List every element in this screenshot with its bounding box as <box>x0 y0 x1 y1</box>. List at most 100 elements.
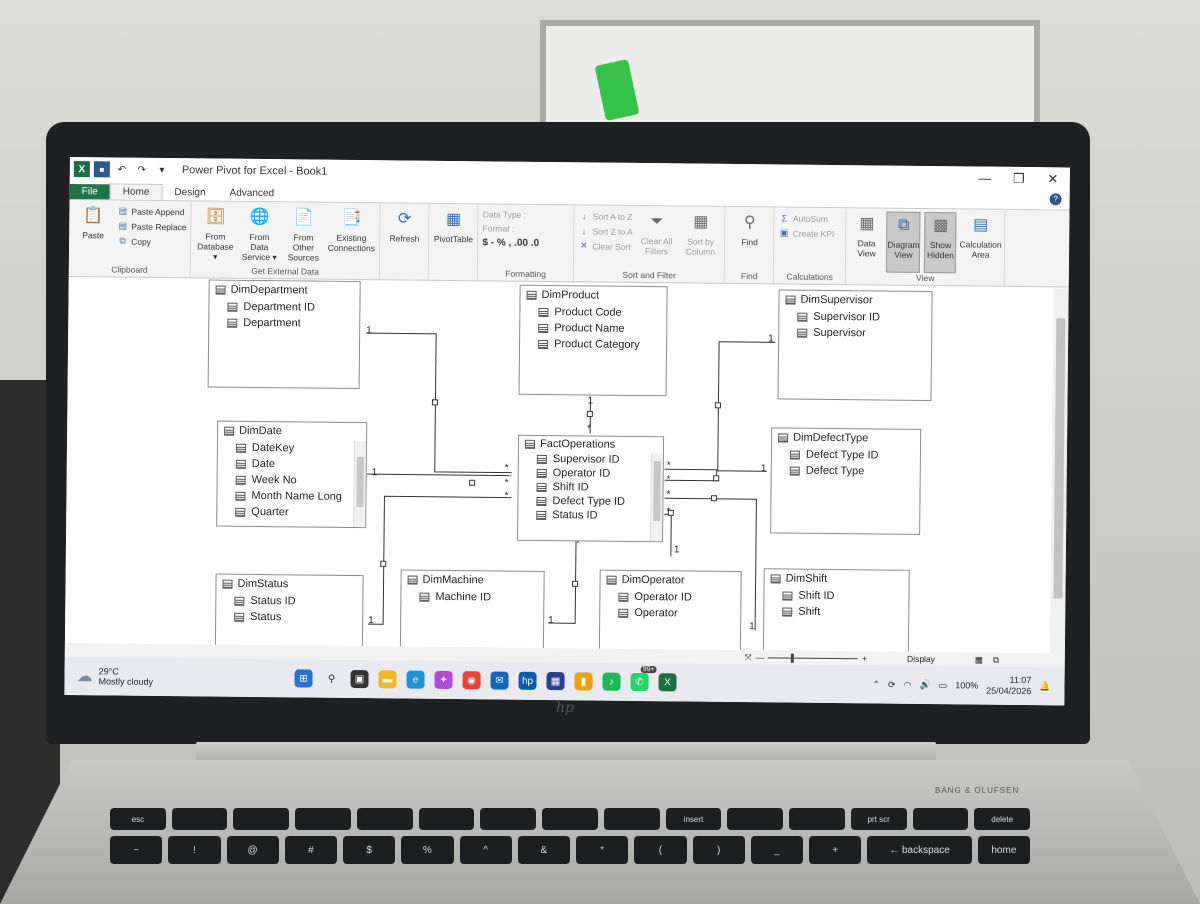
volume-icon[interactable]: 🔊 <box>919 679 931 690</box>
key[interactable]: & <box>517 836 570 864</box>
diagram-view-button[interactable]: ⧉Diagram View <box>886 211 921 273</box>
column-row[interactable]: Quarter <box>217 504 365 522</box>
number-format-buttons[interactable]: $ - % , .00 .0 <box>482 237 540 249</box>
relationship-handle[interactable] <box>572 580 579 587</box>
table-scrollbar[interactable] <box>353 440 367 528</box>
column-row[interactable]: Week No <box>218 472 366 490</box>
column-row[interactable]: Defect Type <box>772 462 920 480</box>
key[interactable]: @ <box>226 836 279 864</box>
key[interactable]: # <box>284 836 337 864</box>
key[interactable]: ! <box>168 836 221 864</box>
table-dimproduct[interactable]: DimProduct Product Code Product Name Pro… <box>518 284 668 397</box>
key[interactable]: % <box>401 836 454 864</box>
relationship-line[interactable] <box>663 497 757 631</box>
column-row[interactable]: Shift ID <box>518 480 662 496</box>
column-row[interactable]: Product Name <box>520 320 666 338</box>
zoom-in-button[interactable]: + <box>862 653 868 664</box>
table-dimmachine[interactable]: DimMachine Machine ID <box>399 569 545 654</box>
key[interactable] <box>356 808 413 830</box>
key[interactable]: ^ <box>459 836 512 864</box>
column-row[interactable]: Defect Type ID <box>518 494 662 510</box>
customize-qat-icon[interactable]: ▾ <box>159 164 165 176</box>
data-type-dropdown[interactable]: Data Type : <box>482 209 527 220</box>
key[interactable]: ← backspace <box>867 836 972 864</box>
minimize-button[interactable]: — <box>978 170 992 186</box>
data-view-button[interactable]: ▦Data View <box>850 211 883 272</box>
column-row[interactable]: Product Code <box>520 304 666 322</box>
column-row[interactable]: DateKey <box>218 440 366 458</box>
column-row[interactable]: Shift ID <box>764 587 908 605</box>
relationship-line[interactable] <box>365 332 513 474</box>
sort-a-to-z-button[interactable]: ↓Sort A to Z <box>579 210 633 222</box>
relationship-line[interactable] <box>548 541 577 624</box>
fit-icon[interactable]: ⤧ <box>744 651 752 662</box>
refresh-button[interactable]: ⟳Refresh <box>384 206 425 277</box>
tab-design[interactable]: Design <box>174 187 206 199</box>
tab-advanced[interactable]: Advanced <box>229 187 275 200</box>
key[interactable]: ( <box>634 836 687 864</box>
key[interactable]: _ <box>750 836 803 864</box>
table-dimdefecttype[interactable]: DimDefectType Defect Type ID Defect Type <box>770 427 922 535</box>
close-button[interactable]: ✕ <box>1047 171 1059 187</box>
spotify-icon[interactable]: ♪ <box>602 672 621 691</box>
table-dimstatus[interactable]: DimStatus Status ID Status <box>214 573 364 654</box>
key[interactable]: * <box>576 836 629 864</box>
excel-taskbar-icon[interactable]: X <box>658 673 677 692</box>
key[interactable] <box>912 808 969 830</box>
file-explorer-icon[interactable]: ▬ <box>378 670 397 689</box>
from-other-sources-button[interactable]: 📄From Other Sources <box>283 205 324 266</box>
whatsapp-icon[interactable]: ✆99+ <box>630 666 657 692</box>
relationship-handle[interactable] <box>710 495 717 502</box>
undo-icon[interactable]: ↶ <box>117 164 127 176</box>
relationship-handle[interactable] <box>713 475 720 482</box>
zoom-slider[interactable] <box>768 653 859 663</box>
scroll-thumb[interactable] <box>1053 318 1066 599</box>
diagram-canvas[interactable]: 1 * 1 * 1 * 1 * 1 * 1 * 1 * * 1 1 * DimD… <box>64 277 1054 654</box>
hp-icon[interactable]: hp <box>518 671 537 690</box>
wifi-icon[interactable]: ◠ <box>903 679 912 690</box>
relationship-handle[interactable] <box>380 560 387 567</box>
column-row[interactable]: Status ID <box>518 508 662 524</box>
store-icon[interactable]: ▦ <box>546 672 565 691</box>
battery-icon[interactable]: ▭ <box>938 679 948 690</box>
key[interactable]: delete <box>974 808 1031 830</box>
table-dimdepartment[interactable]: DimDepartment Department ID Department <box>207 279 361 390</box>
column-row[interactable]: Status ID <box>216 593 362 611</box>
key[interactable]: esc <box>110 808 166 830</box>
excel-icon[interactable]: X <box>73 161 90 178</box>
help-icon[interactable]: ? <box>1049 193 1062 206</box>
zoom-out-button[interactable]: — <box>755 652 765 663</box>
clear-sort-button[interactable]: ✕Clear Sort <box>580 240 631 252</box>
create-kpi-button[interactable]: ▣Create KPI <box>779 227 835 239</box>
from-database-button[interactable]: 🗄From Database ▾ <box>195 204 236 265</box>
relationship-handle[interactable] <box>667 509 674 516</box>
relationship-handle[interactable] <box>714 402 721 409</box>
grid-view-icon[interactable]: ▦ <box>974 654 984 665</box>
key[interactable] <box>295 808 351 830</box>
table-dimdate[interactable]: DimDate DateKey Date Week No Month Name … <box>216 420 368 529</box>
redo-icon[interactable]: ↷ <box>137 164 147 176</box>
column-row[interactable]: Department ID <box>209 298 359 316</box>
key[interactable]: ~ <box>110 836 163 864</box>
table-scrollbar[interactable] <box>650 453 663 542</box>
key[interactable] <box>233 808 290 830</box>
column-row[interactable]: Defect Type ID <box>772 446 920 464</box>
relationship-handle[interactable] <box>586 410 593 417</box>
relationship-line[interactable] <box>368 495 512 625</box>
column-row[interactable]: Operator ID <box>519 466 663 482</box>
find-button[interactable]: ⚲Find <box>729 210 770 271</box>
column-row[interactable]: Month Name Long <box>217 488 365 506</box>
column-row[interactable]: Supervisor ID <box>779 308 931 326</box>
diagram-view-icon[interactable]: ⧉ <box>992 654 1000 665</box>
copilot-icon[interactable]: ✦ <box>434 670 453 690</box>
from-data-service-button[interactable]: 🌐From Data Service ▾ <box>239 205 280 266</box>
existing-connections-button[interactable]: 📑Existing Connections <box>327 206 376 267</box>
key[interactable]: prt scr <box>850 808 907 830</box>
key[interactable] <box>542 808 598 830</box>
edge-icon[interactable]: e <box>406 670 425 689</box>
search-icon[interactable]: ⚲ <box>327 673 336 685</box>
clock[interactable]: 11:07 25/04/2026 <box>986 674 1031 697</box>
tab-home[interactable]: Home <box>109 183 163 200</box>
zoom-knob[interactable] <box>790 653 794 663</box>
